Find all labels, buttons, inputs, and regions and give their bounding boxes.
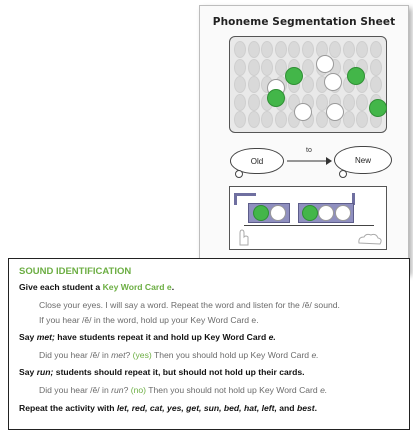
answer: (no) <box>130 385 147 395</box>
placeholder-bubble <box>261 58 274 76</box>
green-chip <box>267 89 285 107</box>
phoneme-segmentation-sheet: Phoneme Segmentation Sheet Old to New <box>199 5 409 273</box>
placeholder-bubble <box>370 58 382 76</box>
placeholder-bubble <box>247 58 260 76</box>
chip-field <box>229 36 387 133</box>
white-chip <box>270 205 286 221</box>
white-chip <box>335 205 351 221</box>
green-chip <box>347 67 365 85</box>
key-word-card-highlight: Key Word Card e <box>102 282 172 292</box>
placeholder-bubble <box>302 58 314 76</box>
placeholder-bubble <box>247 76 260 93</box>
teacher-script: If you hear /ĕ/ in the word, hold up you… <box>39 315 259 325</box>
placeholder-bubble <box>247 111 260 128</box>
placeholder-bubble <box>370 41 382 58</box>
board-bar <box>234 193 237 205</box>
placeholder-bubble <box>302 41 314 58</box>
segment-box <box>298 203 354 223</box>
instruction-line: Say run; students should repeat it, but … <box>19 367 305 377</box>
placeholder-bubble <box>234 76 246 93</box>
baseline <box>244 225 374 226</box>
white-chip <box>326 103 344 121</box>
sheet-title: Phoneme Segmentation Sheet <box>212 16 396 28</box>
green-chip <box>302 205 318 221</box>
new-cloud: New <box>334 146 392 178</box>
instruction-line: Repeat the activity with let, red, cat, … <box>19 403 318 413</box>
placeholder-bubble <box>302 76 314 93</box>
placeholder-bubble <box>356 111 369 128</box>
placeholder-bubble <box>274 41 287 58</box>
board-bar <box>234 193 256 196</box>
placeholder-bubble <box>261 41 274 58</box>
segment-box <box>248 203 290 223</box>
green-chip <box>253 205 269 221</box>
placeholder-bubble <box>261 111 274 128</box>
placeholder-bubble <box>342 41 355 58</box>
placeholder-bubble <box>356 93 369 111</box>
placeholder-bubble <box>356 41 369 58</box>
instruction-box: SOUND IDENTIFICATION Give each student a… <box>8 258 410 430</box>
placeholder-bubble <box>234 93 246 111</box>
white-chip <box>294 103 312 121</box>
placeholder-bubble <box>234 111 246 128</box>
placeholder-bubble <box>247 93 260 111</box>
white-chip <box>318 205 334 221</box>
white-chip <box>316 55 334 73</box>
answer: (yes) <box>132 350 152 360</box>
section-heading: SOUND IDENTIFICATION <box>19 266 132 277</box>
placeholder-bubble <box>315 93 328 111</box>
teacher-script: Did you hear /ĕ/ in met? (yes) Then you … <box>39 350 319 360</box>
green-chip <box>369 99 387 117</box>
placeholder-bubble <box>370 76 382 93</box>
placeholder-bubble <box>234 58 246 76</box>
instruction-line: Say met; have students repeat it and hol… <box>19 332 276 342</box>
board-bar <box>352 193 355 205</box>
placeholder-bubble <box>234 41 246 58</box>
placeholder-bubble <box>315 111 328 128</box>
teacher-script: Did you hear /ĕ/ in run? (no) Then you s… <box>39 385 328 395</box>
placeholder-bubble <box>274 111 287 128</box>
segmentation-board <box>229 186 387 250</box>
green-chip <box>285 67 303 85</box>
old-cloud: Old <box>230 148 284 178</box>
placeholder-bubble <box>329 41 342 58</box>
arrow-label: to <box>306 147 312 154</box>
white-chip <box>324 73 342 91</box>
cloud-sketch-icon <box>358 233 382 245</box>
teacher-script: Close your eyes. I will say a word. Repe… <box>39 300 340 310</box>
placeholder-bubble <box>274 58 287 76</box>
placeholder-bubble <box>288 41 301 58</box>
right-arrow-icon <box>287 157 332 165</box>
instruction-line: Give each student a Key Word Card e. <box>19 282 175 292</box>
placeholder-bubble <box>247 41 260 58</box>
placeholder-bubble <box>342 111 355 128</box>
hand-icon <box>239 229 249 246</box>
placeholder-bubble <box>342 93 355 111</box>
